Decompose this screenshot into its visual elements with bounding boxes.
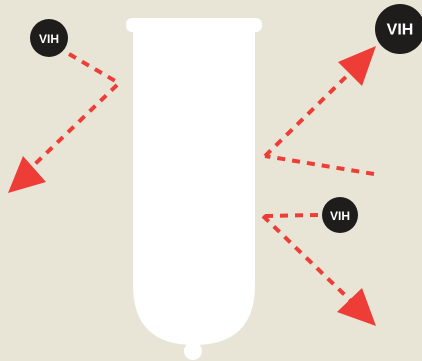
virus-middle-right-label: VIH: [330, 209, 350, 223]
condom-body: [133, 26, 255, 345]
virus-top-left-label: VIH: [39, 32, 59, 46]
condom-reservoir-tip: [184, 342, 202, 360]
condom-shape: [126, 18, 262, 360]
virus-top-right-label: VIH: [387, 22, 414, 39]
virus-top-left: VIH: [30, 19, 68, 57]
virus-middle-right: VIH: [322, 197, 358, 233]
